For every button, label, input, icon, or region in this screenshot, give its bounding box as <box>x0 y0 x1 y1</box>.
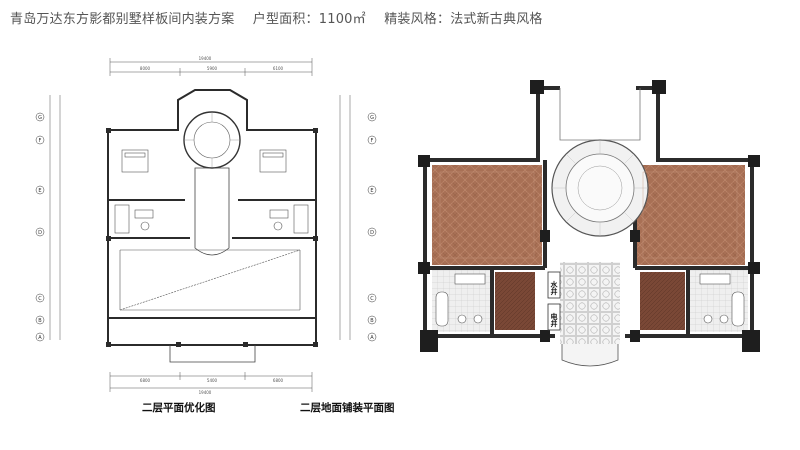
page-title: 青岛万达东方影都别墅样板间内装方案 户型面积：1100㎡ 精装风格：法式新古典风… <box>10 8 557 27</box>
bottom-dimension-lines <box>109 372 313 392</box>
grid-label-f-right: F <box>371 138 374 144</box>
left-bath-fixtures <box>435 273 486 327</box>
left-balcony <box>169 345 256 363</box>
left-open-void <box>119 249 301 311</box>
left-closet-floor <box>495 272 535 330</box>
left-plan-caption: 二层平面优化图 <box>142 402 216 414</box>
top-dim-1: 8000 <box>140 66 151 71</box>
electric-well-box <box>547 303 561 331</box>
grid-axis-right: G F E D C B A <box>367 112 377 342</box>
left-plan-walls <box>107 89 317 346</box>
left-bedroom-furniture <box>114 149 309 234</box>
water-well-box <box>547 271 561 299</box>
bottom-dim-2: 5400 <box>207 378 218 383</box>
right-closet-floor <box>640 272 685 330</box>
left-floor-plan: 19400 8000 5900 6100 6800 5400 6800 1940… <box>35 56 377 395</box>
right-bedroom-wood-floor <box>635 165 745 265</box>
grid-label-c-right: C <box>370 296 374 302</box>
grid-label-e-right: E <box>370 188 373 194</box>
grid-label-a-right: A <box>370 335 374 341</box>
grid-label-b: B <box>38 318 42 324</box>
stair-hall-floor <box>560 262 620 344</box>
left-bedroom-wood-floor <box>432 165 542 265</box>
grid-label-f: F <box>39 138 42 144</box>
right-cupola-outline <box>559 88 641 141</box>
bottom-dim-3: 6800 <box>273 378 284 383</box>
style-label: 精装风格：法式新古典风格 <box>384 12 543 27</box>
grid-label-a: A <box>38 335 42 341</box>
electric-well-label: 电井 <box>550 312 558 328</box>
right-columns <box>418 80 760 352</box>
grid-label-g-right: G <box>370 115 374 121</box>
top-dimension-lines <box>109 58 313 76</box>
top-total-dim: 19400 <box>199 56 212 61</box>
top-dim-3: 6100 <box>273 66 284 71</box>
right-floor-plan: 水井 电井 <box>418 80 760 367</box>
right-plan-caption: 二层地面铺装平面图 <box>300 402 395 414</box>
grid-label-e: E <box>38 188 41 194</box>
grid-label-b-right: B <box>370 318 374 324</box>
project-title: 青岛万达东方影都别墅样板间内装方案 <box>10 12 235 27</box>
grid-label-c: C <box>38 296 42 302</box>
right-bath-fixtures <box>699 273 745 327</box>
right-stair-landing <box>561 344 619 367</box>
bottom-total-dim: 19400 <box>199 390 212 395</box>
grid-label-d: D <box>38 230 42 236</box>
area-label: 户型面积：1100㎡ <box>252 12 366 27</box>
grid-label-d-right: D <box>370 230 374 236</box>
grid-axis-left: G F E D C B A <box>35 112 45 342</box>
side-dimension-lines <box>49 95 351 340</box>
bottom-dim-1: 6800 <box>140 378 151 383</box>
left-columns <box>106 128 318 347</box>
top-dim-2: 5900 <box>207 66 218 71</box>
left-corridor <box>194 167 230 256</box>
bedroom-ceiling-lines <box>439 171 738 259</box>
grid-label-g: G <box>38 115 42 121</box>
water-well-label: 水井 <box>550 280 559 296</box>
